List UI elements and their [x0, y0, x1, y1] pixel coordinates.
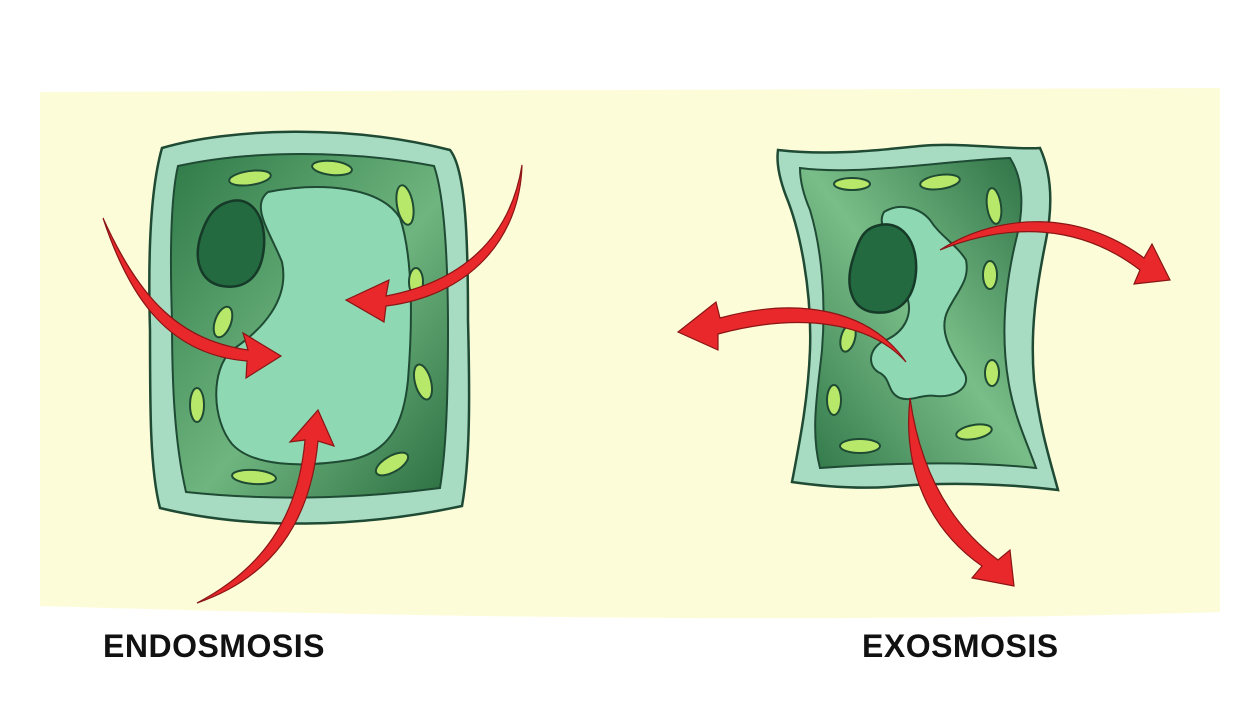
chloroplast	[827, 385, 841, 415]
endosmosis-label: ENDOSMOSIS	[103, 628, 325, 665]
chloroplast	[190, 388, 204, 422]
chloroplast	[983, 261, 997, 289]
chloroplast	[834, 178, 870, 190]
chloroplast	[985, 360, 999, 386]
chloroplast	[840, 439, 880, 453]
exosmosis-label: EXOSMOSIS	[862, 628, 1059, 665]
